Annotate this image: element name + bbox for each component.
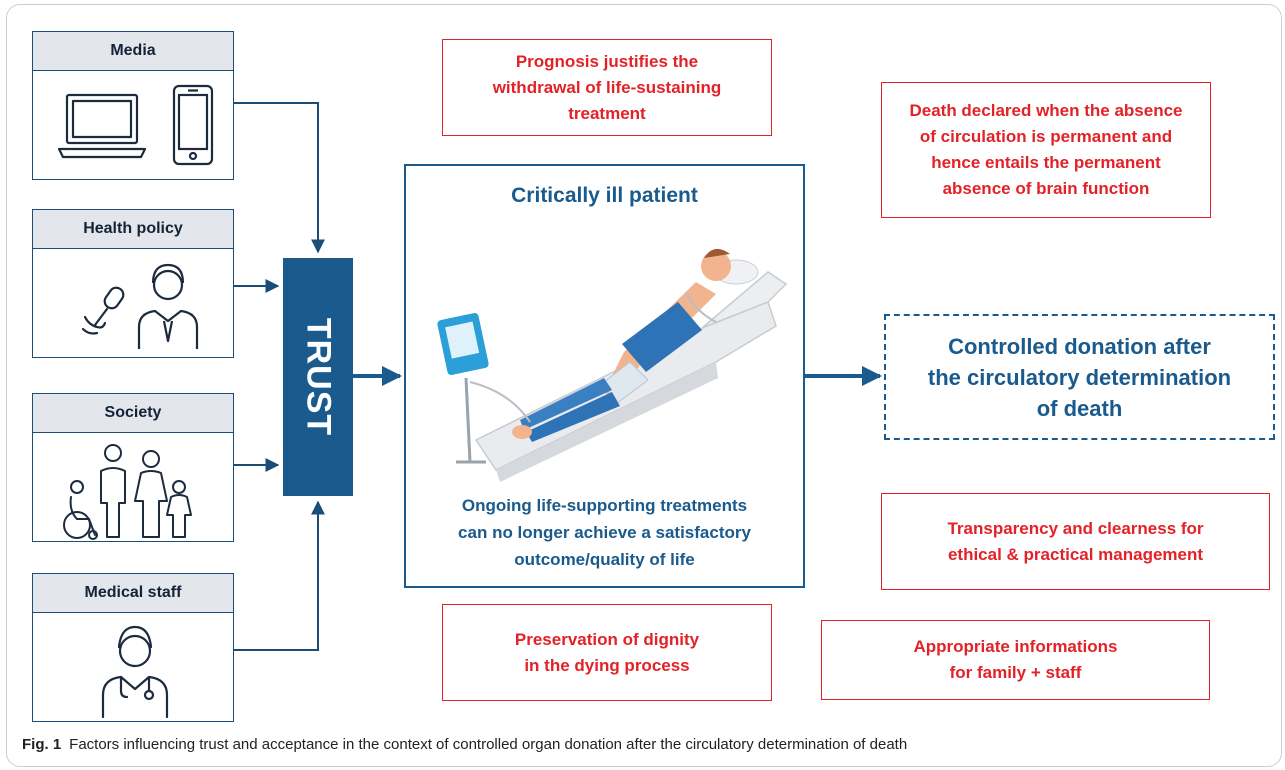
figure-frame bbox=[6, 4, 1282, 767]
principle-information: Appropriate informations for family + st… bbox=[821, 620, 1210, 700]
principle-dignity: Preservation of dignity in the dying pro… bbox=[442, 604, 772, 701]
outcome-text-line: the circulatory determination bbox=[927, 364, 1232, 390]
outcome-text-line: of death bbox=[1036, 395, 1123, 421]
factor-media-label: Media bbox=[33, 32, 233, 71]
principle-text-line: Transparency and clearness for bbox=[947, 518, 1204, 538]
principle-text-line: absence of brain function bbox=[942, 179, 1150, 198]
principle-text-line: treatment bbox=[568, 103, 646, 123]
factor-medical-staff: Medical staff bbox=[32, 573, 234, 722]
principle-text-line: Preservation of dignity bbox=[514, 629, 700, 649]
patient-caption-line: can no longer achieve a satisfactory bbox=[458, 523, 751, 542]
principle-prognosis: Prognosis justifies the withdrawal of li… bbox=[442, 39, 772, 136]
principle-transparency: Transparency and clearness for ethical &… bbox=[881, 493, 1270, 590]
outcome-donation-box: Controlled donation after the circulator… bbox=[884, 314, 1275, 440]
factor-media: Media bbox=[32, 31, 234, 180]
trust-bar: TRUST bbox=[283, 258, 353, 496]
factor-medical-staff-label: Medical staff bbox=[33, 574, 233, 613]
outcome-text-line: Controlled donation after bbox=[948, 333, 1211, 359]
patient-caption-line: Ongoing life-supporting treatments bbox=[461, 496, 748, 515]
patient-box: Critically ill patient Ongoing life-supp… bbox=[404, 164, 805, 588]
factor-health-policy-label: Health policy bbox=[33, 210, 233, 249]
laptop-icon bbox=[57, 93, 147, 159]
factor-society-label: Society bbox=[33, 394, 233, 433]
factor-health-policy: Health policy bbox=[32, 209, 234, 358]
smartphone-icon bbox=[172, 84, 214, 166]
principle-text-line: Death declared when the absence bbox=[909, 101, 1183, 120]
principle-text-line: withdrawal of life-sustaining bbox=[492, 77, 722, 97]
principle-text-line: ethical & practical management bbox=[947, 544, 1204, 564]
patient-title: Critically ill patient bbox=[511, 184, 698, 207]
doctor-icon bbox=[101, 625, 169, 719]
figure-caption-text: Factors influencing trust and acceptance… bbox=[69, 736, 908, 753]
arrow-media-to-trust bbox=[234, 102, 325, 254]
figure-caption-label: Fig. 1 bbox=[22, 736, 62, 753]
figure-caption: Fig. 1 Factors influencing trust and acce… bbox=[22, 736, 907, 753]
principle-death-declaration: Death declared when the absence of circu… bbox=[881, 82, 1211, 218]
patient-caption: Ongoing life-supporting treatments can n… bbox=[406, 492, 803, 573]
principle-text-line: Appropriate informations bbox=[913, 637, 1118, 656]
trust-label: TRUST bbox=[299, 317, 338, 437]
patient-on-bed-illustration bbox=[437, 248, 788, 482]
principle-text-line: of circulation is permanent and bbox=[919, 127, 1173, 146]
family-wheelchair-icon bbox=[63, 444, 192, 540]
principle-text-line: hence entails the permanent bbox=[931, 153, 1161, 172]
microphone-icon bbox=[81, 286, 125, 335]
principle-text-line: in the dying process bbox=[524, 655, 690, 675]
principle-text-line: Prognosis justifies the bbox=[515, 51, 699, 71]
arrow-medical-staff-to-trust bbox=[234, 500, 325, 651]
politician-icon bbox=[137, 263, 199, 349]
patient-caption-line: outcome/quality of life bbox=[514, 550, 695, 569]
factor-society: Society bbox=[32, 393, 234, 542]
principle-text-line: for family + staff bbox=[949, 663, 1082, 682]
